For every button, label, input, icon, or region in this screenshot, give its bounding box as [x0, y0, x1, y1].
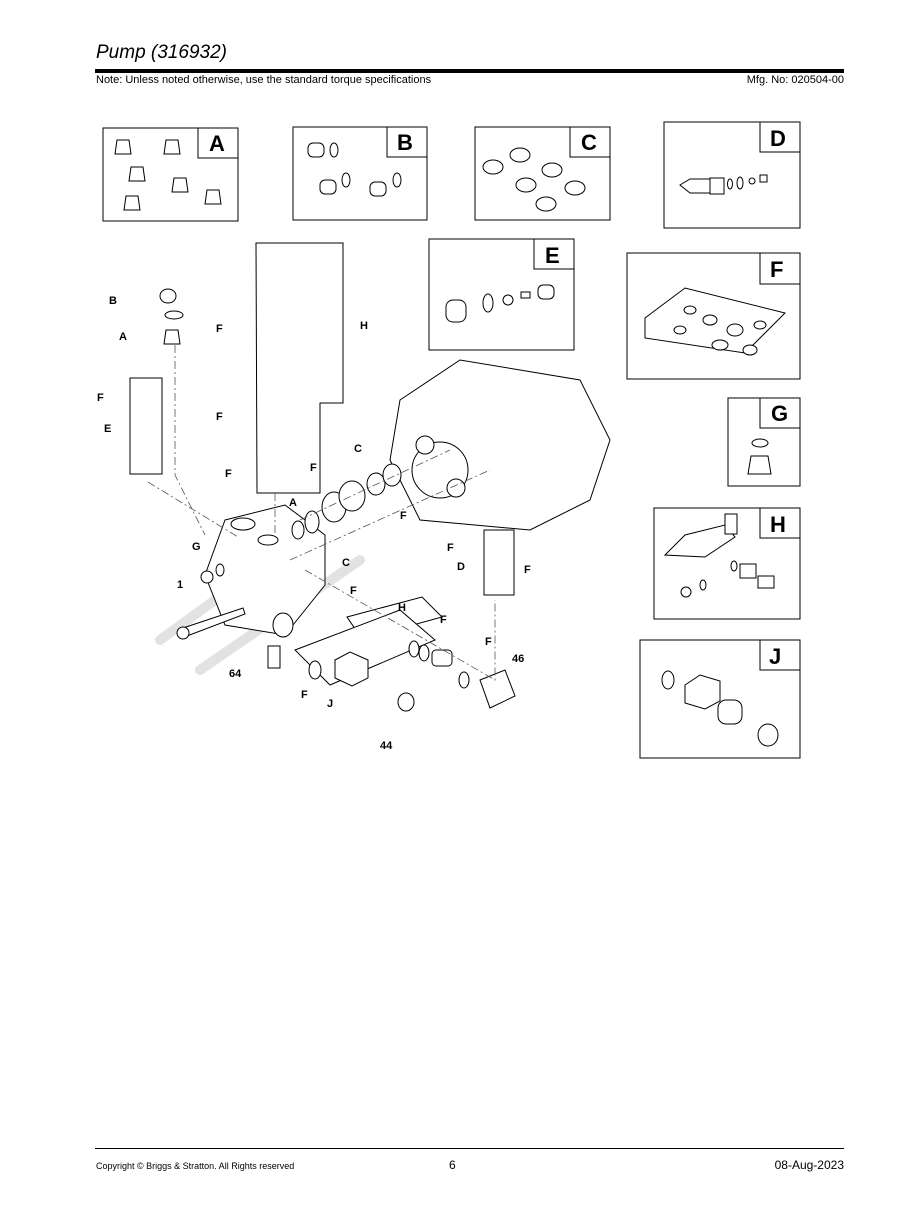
inset-a: A — [102, 127, 239, 222]
svg-text:F: F — [770, 257, 783, 282]
svg-text:F: F — [350, 585, 357, 597]
svg-text:H: H — [770, 512, 786, 537]
svg-text:J: J — [327, 698, 333, 710]
check-valve-box — [129, 377, 163, 475]
inset-c: C — [474, 126, 611, 221]
svg-text:D: D — [457, 561, 465, 573]
callout-labels: B A F E F H F F C F A F F C G D F 1 F H … — [97, 295, 531, 752]
svg-text:F: F — [400, 510, 407, 522]
torque-note: Note: Unless noted otherwise, use the st… — [96, 74, 432, 86]
svg-text:F: F — [97, 392, 104, 404]
svg-text:E: E — [104, 423, 111, 435]
page-number: 6 — [449, 1158, 456, 1172]
inset-h: H — [653, 507, 801, 620]
document-date: 08-Aug-2023 — [774, 1158, 844, 1172]
svg-text:1: 1 — [177, 579, 183, 591]
svg-text:F: F — [447, 542, 454, 554]
inset-d: D — [663, 121, 801, 229]
inset-g: G — [727, 397, 801, 487]
svg-text:F: F — [225, 468, 232, 480]
footer-rule — [95, 1148, 844, 1149]
svg-text:F: F — [310, 462, 317, 474]
inset-f: F — [626, 252, 801, 380]
svg-text:64: 64 — [229, 668, 242, 680]
valve-subassembly-box — [255, 242, 344, 494]
svg-text:C: C — [342, 557, 350, 569]
svg-text:F: F — [301, 689, 308, 701]
svg-text:D: D — [770, 126, 786, 151]
inset-e: E — [428, 238, 575, 351]
mfg-number: Mfg. No: 020504-00 — [746, 74, 844, 86]
svg-text:F: F — [216, 411, 223, 423]
svg-text:A: A — [209, 131, 225, 156]
main-assembly — [129, 242, 611, 712]
svg-text:J: J — [769, 644, 781, 669]
svg-text:B: B — [109, 295, 117, 307]
svg-text:F: F — [440, 614, 447, 626]
copyright: Copyright © Briggs & Stratton. All Right… — [96, 1161, 295, 1171]
svg-text:46: 46 — [512, 653, 524, 665]
svg-text:C: C — [354, 443, 362, 455]
page-title: Pump (316932) — [96, 42, 227, 63]
svg-text:G: G — [771, 401, 788, 426]
svg-text:F: F — [485, 636, 492, 648]
svg-text:H: H — [398, 602, 406, 614]
svg-text:F: F — [524, 564, 531, 576]
svg-text:G: G — [192, 541, 201, 553]
svg-text:A: A — [119, 331, 127, 343]
svg-text:E: E — [545, 243, 560, 268]
inset-j: J — [639, 639, 801, 759]
svg-text:H: H — [360, 320, 368, 332]
svg-text:C: C — [581, 130, 597, 155]
svg-text:F: F — [216, 323, 223, 335]
inset-b: B — [292, 126, 428, 221]
header-rule — [95, 69, 844, 73]
svg-text:44: 44 — [380, 740, 393, 752]
svg-text:B: B — [397, 130, 413, 155]
svg-text:A: A — [289, 497, 297, 509]
